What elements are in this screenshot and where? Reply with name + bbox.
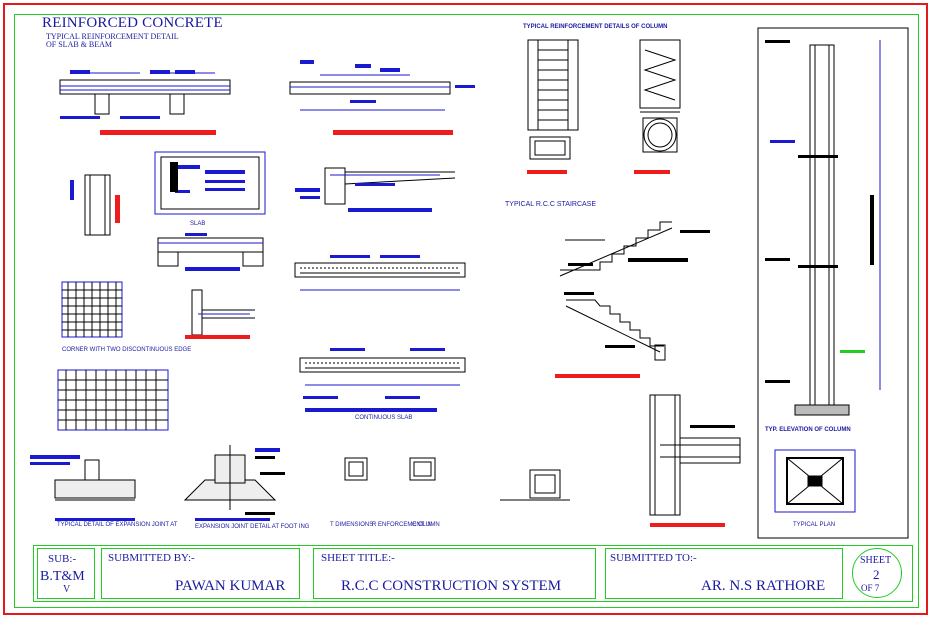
submitted-to-value: AR. N.S RATHORE bbox=[701, 578, 826, 594]
sheet-label: SHEET bbox=[860, 555, 892, 566]
beam-column-junction bbox=[649, 394, 741, 516]
staircase-detail-1 bbox=[559, 221, 710, 277]
caption-corner: CORNER WITH TWO DISCONTINUOUS EDGE bbox=[62, 347, 192, 353]
caption-ties-2: R ENFORCEMENT IN bbox=[372, 522, 432, 528]
sheet-number: 2 bbox=[873, 567, 880, 582]
caption-expansion-joint-1: TYPICAL DETAIL OF EXPANSION JOINT AT bbox=[57, 522, 178, 528]
subject-box: SUB:- B.T&M V bbox=[37, 548, 95, 599]
caption-ties-1: T DIMENSIONS bbox=[330, 522, 374, 528]
sheet-heading: REINFORCED CONCRETE bbox=[42, 15, 223, 31]
title-block bbox=[33, 545, 913, 602]
subheading-line-1: TYPICAL REINFORCEMENT DETAIL bbox=[46, 32, 179, 41]
column-reinforcement-detail bbox=[527, 39, 681, 160]
mesh-grid-1 bbox=[61, 281, 123, 338]
slab-plan-detail bbox=[154, 151, 266, 215]
sheet-of: OF 7 bbox=[861, 583, 880, 593]
caption-slab: SLAB bbox=[190, 221, 206, 227]
caption-staircase: TYPICAL R.C.C STAIRCASE bbox=[505, 201, 597, 208]
continuous-slab-detail-1 bbox=[294, 255, 466, 291]
sheet-subheading: TYPICAL REINFORCEMENT DETAIL OF SLAB & B… bbox=[46, 33, 179, 49]
subject-value: B.T&M bbox=[40, 569, 85, 584]
sheet-title-box: SHEET TITLE:- R.C.C CONSTRUCTION SYSTEM bbox=[313, 548, 596, 599]
caption-ties-3: C OLUMN bbox=[412, 522, 440, 528]
submitted-by-label: SUBMITTED BY:- bbox=[108, 552, 195, 564]
outer-border bbox=[3, 3, 928, 615]
sheet-number-circle: SHEET 2 OF 7 bbox=[852, 548, 902, 598]
subject-label: SUB:- bbox=[48, 553, 77, 565]
caption-column-elevation: TYP. ELEVATION OF COLUMN bbox=[765, 427, 851, 433]
mesh-grid-2 bbox=[57, 369, 169, 431]
continuous-slab-detail-2 bbox=[299, 348, 466, 399]
caption-column-details: TYPICAL REINFORCEMENT DETAILS OF COLUMN bbox=[523, 24, 668, 30]
beam-section bbox=[157, 233, 264, 267]
subheading-line-2: OF SLAB & BEAM bbox=[46, 40, 113, 49]
column-elevation bbox=[757, 27, 909, 539]
footing-detail-2 bbox=[183, 445, 285, 515]
submitted-by-box: SUBMITTED BY:- PAWAN KUMAR bbox=[101, 548, 300, 599]
staircase-detail-2 bbox=[564, 292, 666, 361]
sheet-title-value: R.C.C CONSTRUCTION SYSTEM bbox=[341, 578, 562, 594]
submitted-to-label: SUBMITTED TO:- bbox=[610, 552, 697, 564]
wall-slab-junction bbox=[191, 289, 255, 336]
sheet-title-label: SHEET TITLE:- bbox=[321, 552, 395, 564]
inner-border bbox=[14, 14, 919, 608]
beam-slab-section bbox=[59, 70, 231, 119]
submitted-by-value: PAWAN KUMAR bbox=[175, 578, 286, 594]
caption-expansion-joint-2: EXPANSION JOINT DETAIL AT FOOT ING bbox=[195, 524, 310, 530]
slab-detail-top bbox=[289, 60, 475, 111]
cantilever-detail bbox=[295, 167, 456, 212]
footing-detail-1 bbox=[30, 455, 136, 501]
column-section-left bbox=[70, 174, 120, 236]
typical-plan-drawing bbox=[774, 449, 856, 513]
subject-subvalue: V bbox=[63, 584, 71, 595]
column-tie-sections bbox=[344, 457, 570, 501]
caption-continuous-slab: CONTINUOUS SLAB bbox=[355, 415, 413, 421]
caption-typical-plan: TYPICAL PLAN bbox=[793, 522, 836, 528]
submitted-to-box: SUBMITTED TO:- AR. N.S RATHORE bbox=[605, 548, 843, 599]
